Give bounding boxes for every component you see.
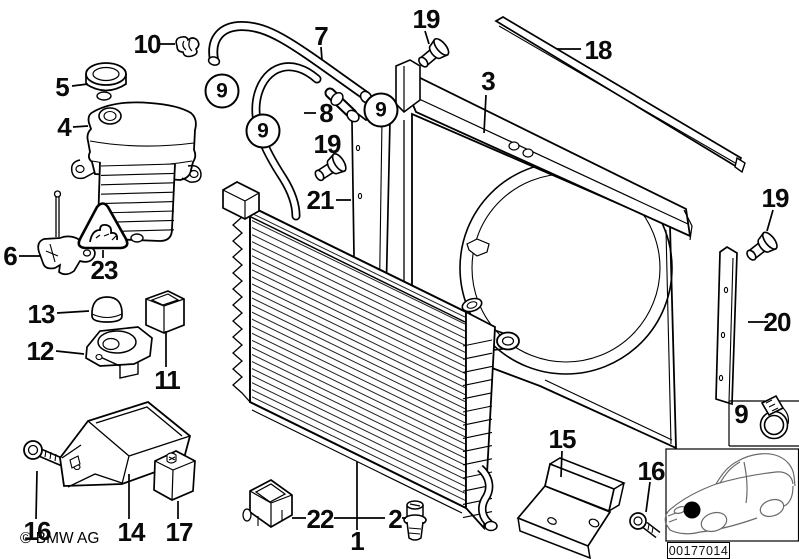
crush-warning-triangle-23 [77, 202, 129, 250]
bracket-12-drawing [85, 326, 153, 379]
side-strip-20-drawing [715, 245, 738, 406]
location-dot [683, 501, 701, 519]
car-outline [664, 453, 796, 535]
clip-10-drawing [175, 36, 200, 58]
copyright-text: © BMW AG [20, 530, 100, 547]
bracket-22-drawing [242, 479, 293, 529]
bolt-16-right-drawing [629, 512, 661, 539]
rivet-19-right [741, 229, 781, 266]
trim-strip-18-drawing [494, 16, 746, 174]
clamp-9-cell [728, 394, 799, 447]
bracket-15-drawing [516, 457, 626, 559]
fan-shroud-3-drawing [395, 59, 693, 450]
mount-11-drawing [145, 290, 185, 334]
cap-13-drawing [91, 296, 123, 323]
block-17-drawing [153, 450, 196, 501]
rivet-19-mid [310, 150, 350, 187]
bolt-16-left-drawing [23, 440, 64, 467]
hose-8-drawing [251, 62, 360, 221]
radiator-1-drawing [222, 181, 520, 532]
image-number: 00177014 [667, 542, 730, 559]
drain-plug-2-drawing [403, 500, 427, 541]
cap-5-drawing [85, 62, 127, 101]
leader-lines [19, 30, 774, 530]
hose-clamp-9-drawing [759, 394, 790, 440]
car-thumbnail [664, 448, 799, 542]
